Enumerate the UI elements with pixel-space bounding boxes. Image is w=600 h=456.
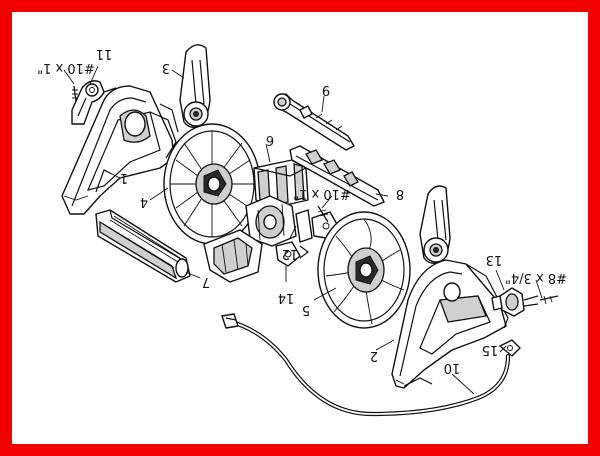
part-10-hose (221, 313, 511, 417)
label-part-5: 5 (302, 302, 310, 317)
label-part-13: 13 (486, 252, 503, 267)
label-part-14: 14 (278, 290, 295, 305)
part-6-hub-drum (253, 159, 309, 209)
label-part-12: 12 (282, 246, 299, 261)
drive-gear-bracket (203, 229, 263, 283)
label-part-15: 15 (482, 342, 499, 357)
part-3-left-handle (179, 44, 211, 129)
part-9-axle-shaft (273, 93, 355, 151)
part-11-bracket (71, 80, 105, 125)
label-part-7: 7 (202, 274, 210, 289)
label-part-8: 8 (396, 186, 404, 201)
label-screw-10x1-left: #10 x 1" (37, 60, 95, 75)
label-part-9: 9 (322, 82, 330, 97)
label-part-4: 4 (140, 194, 148, 209)
part-1-left-frame (61, 85, 179, 215)
label-part-10: 10 (444, 360, 461, 375)
label-part-3: 3 (162, 60, 170, 75)
part-7-hose-guide (95, 209, 191, 283)
part-14-clip (275, 241, 309, 267)
right-handle (419, 185, 451, 265)
label-part-11: 11 (96, 46, 113, 61)
callout-labels: #10 x 1" 11 3 1 4 9 6 #10 x 1" 8 12 7 14… (37, 46, 567, 375)
label-part-2: 2 (370, 348, 378, 363)
part-4-left-reel-wheel (163, 123, 261, 245)
label-part-1: 1 (120, 170, 128, 185)
screw-mid (317, 205, 329, 223)
part-8-crank-arm (289, 145, 385, 207)
part-13-fitting (491, 287, 539, 317)
label-screw-10x1-mid: #10 x 1" (293, 186, 351, 201)
part-15-elbow (499, 339, 521, 357)
screw-right (539, 295, 559, 305)
label-part-6: 6 (266, 132, 274, 147)
label-screw-8x34: #8 x 3/4" (505, 270, 567, 285)
part-5-right-reel-wheel (317, 211, 411, 329)
screw-left (72, 85, 78, 103)
leader-lines (63, 65, 543, 395)
